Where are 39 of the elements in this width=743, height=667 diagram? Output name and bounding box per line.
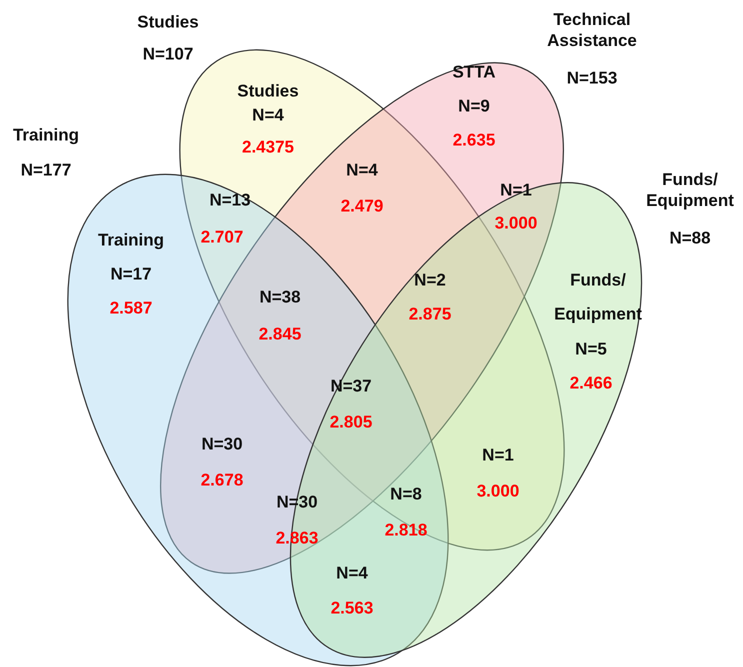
mean-score: 2.845: [258, 324, 302, 344]
region-label: Training: [98, 230, 164, 250]
region-label: N=4: [252, 104, 284, 126]
region-label: N=13: [209, 190, 251, 210]
region-label: N=2: [414, 270, 446, 290]
set-count: N=107: [142, 44, 194, 64]
region-label: N=4: [346, 160, 378, 180]
region-label: N=4: [336, 562, 368, 584]
mean-score: 2.4375: [242, 136, 294, 158]
region-label: N=9: [458, 96, 490, 116]
mean-score: 2.563: [330, 598, 374, 618]
set-count: N=153: [566, 68, 618, 88]
mean-score: 2.635: [452, 130, 496, 150]
set-title: Training: [12, 124, 80, 146]
mean-score: 2.678: [200, 470, 244, 490]
set-title: Funds/ Equipment: [645, 169, 735, 211]
region-label: N=8: [390, 484, 422, 504]
region-label: Funds/: [570, 270, 626, 290]
mean-score: 2.466: [570, 372, 612, 394]
mean-score: 2.818: [384, 520, 428, 540]
mean-score: 3.000: [476, 480, 520, 502]
region-label: N=5: [575, 338, 607, 360]
mean-score: 3.000: [494, 212, 538, 234]
set-count: N=177: [20, 160, 72, 180]
region-label: STTA: [452, 62, 496, 82]
set-count: N=88: [669, 228, 711, 248]
region-label: N=38: [259, 286, 301, 308]
region-label: N=1: [500, 180, 532, 200]
mean-score: 2.587: [110, 298, 152, 318]
region-label: N=17: [110, 264, 152, 284]
set-title: Studies: [137, 12, 199, 32]
mean-score: 2.707: [200, 226, 244, 248]
region-label: Studies: [237, 80, 299, 102]
mean-score: 2.875: [408, 304, 452, 324]
region-label: N=1: [482, 444, 514, 466]
set-title: Technical Assistance: [546, 9, 638, 51]
mean-score: 2.479: [340, 196, 384, 216]
region-label: N=30: [201, 434, 243, 454]
mean-score: 2.805: [330, 412, 372, 432]
